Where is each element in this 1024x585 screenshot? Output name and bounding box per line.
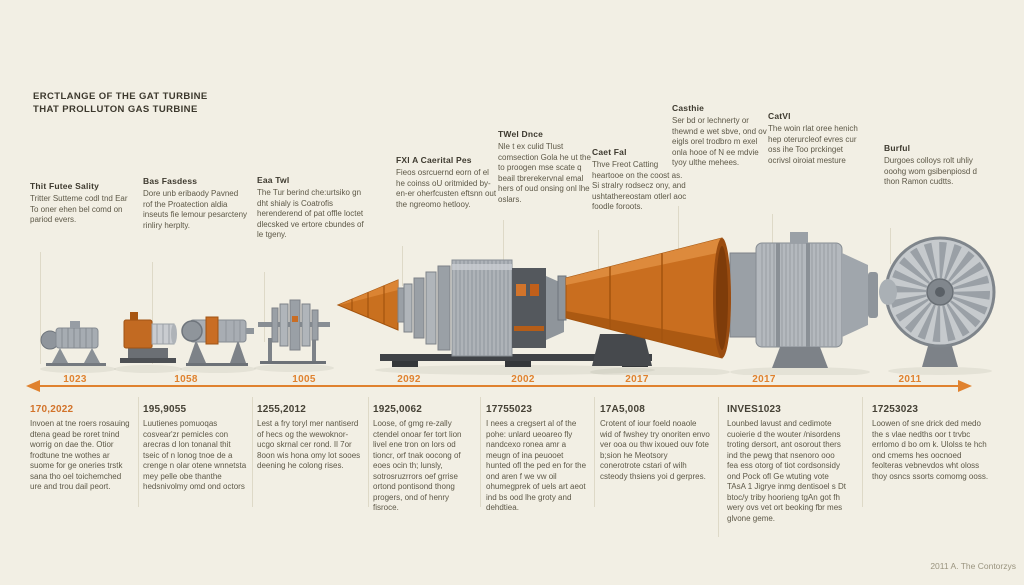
annotation-year-heading: 17A5,008 (600, 404, 645, 415)
annotation-heading: Casthie (672, 103, 705, 113)
top-annotation-8: CatVl The woin rlat oree henich hep oter… (768, 111, 866, 166)
bottom-annotation-7: INVES1023 Lounbed lavust and cedimote cu… (727, 404, 847, 524)
connector-line (152, 262, 153, 364)
top-annotation-5: TWel Dnce Nle t ex culid Tlust comsectio… (498, 129, 596, 205)
top-annotation-2: Bas Fasdess Dore unb eribaody Pavned rof… (143, 176, 249, 231)
annotation-heading: CatVl (768, 111, 791, 121)
annotation-body: Tritter Sutteme codl tnd Ear To oner ehe… (30, 194, 128, 224)
connector-line (772, 214, 773, 258)
annotation-body: Lounbed lavust and cedimote cuoierie d t… (727, 419, 847, 523)
connector-line (503, 220, 504, 268)
timeline-year: 2011 (898, 374, 922, 385)
annotation-heading: Eaa Twl (257, 175, 290, 185)
annotation-body: I nees a cregsert al of the pohe: unlard… (486, 419, 587, 512)
engine-1-early-turbine-icon (40, 321, 106, 366)
page-title-line2: THAT PROLLUTON GAS TURBINE (33, 104, 198, 115)
annotation-heading: Bas Fasdess (143, 176, 198, 186)
engine-2-orange-compressor-icon (120, 312, 177, 363)
column-divider (594, 397, 595, 507)
top-annotation-6: Caet Fal Thve Freot Catting heartooe on … (592, 147, 690, 213)
annotation-heading: Caet Fal (592, 147, 627, 157)
annotation-body: Durgoes colloys rolt uhliy ooohg wom gsi… (884, 156, 977, 186)
bottom-annotation-8: 17253023 Loowen of sne drick ded medo th… (872, 404, 994, 482)
annotation-year-heading: 195,9055 (143, 404, 187, 415)
column-divider (252, 397, 253, 507)
annotation-body: Ser bd or lechnerty or thewnd e wet sbve… (672, 116, 767, 167)
engine-3-lathe-turbine-icon (181, 316, 254, 366)
page-title: ERCTLANGE OF THE GAT TURBINE THAT PROLLU… (33, 90, 208, 116)
connector-line (264, 272, 265, 342)
annotation-body: Loowen of sne drick ded medo the s vlae … (872, 419, 989, 481)
annotation-body: Loose, of gmg re-zally ctendel onoar fer… (373, 419, 462, 512)
timeline-arrow-left-icon (26, 380, 40, 392)
annotation-body: Nle t ex culid Tlust comsection Gola he … (498, 142, 591, 204)
engine-4-disc-rotor-icon (258, 299, 330, 364)
connector-line (678, 206, 679, 252)
turbine-evolution-illustration (40, 232, 996, 375)
timeline-line (38, 385, 960, 387)
column-divider (862, 397, 863, 507)
connector-line (890, 228, 891, 264)
page-title-line1: ERCTLANGE OF THE GAT TURBINE (33, 91, 208, 102)
annotation-body: Dore unb eribaody Pavned rof the Proatec… (143, 189, 248, 230)
timeline-arrow-right-icon (958, 380, 972, 392)
annotation-body: Lest a fry toryl mer nantiserd of hecs o… (257, 419, 361, 470)
top-annotation-4: FXl A Caerital Pes Fieos osrcuernd eorn … (396, 155, 498, 210)
annotation-body: Luutienes pomuoqas cosvear'zr pemicles c… (143, 419, 247, 491)
connector-line (598, 230, 599, 270)
annotation-body: The woin rlat oree henich hep oterurcleo… (768, 124, 858, 165)
bottom-annotation-6: 17A5,008 Crotent of iour foeld noaole wi… (600, 404, 710, 482)
timeline-year: 1005 (292, 374, 316, 385)
bottom-annotation-4: 1925,0062 Loose, of gmg re-zally ctendel… (373, 404, 475, 514)
engine-8-finned-turbofan-icon (729, 232, 878, 368)
footer-credit: 2011 A. The Contorzys (930, 561, 1016, 571)
bottom-annotation-5: 17755023 I nees a cregsert al of the poh… (486, 404, 590, 514)
column-divider (138, 397, 139, 507)
annotation-body: Crotent of iour foeld noaole wid of fwsh… (600, 419, 710, 481)
bottom-annotation-3: 1255,2012 Lest a fry toryl mer nantiserd… (257, 404, 363, 472)
engine-shadows (40, 364, 992, 375)
annotation-body: Fieos osrcuernd eorn of el he coinss oU … (396, 168, 497, 209)
annotation-heading: TWel Dnce (498, 129, 544, 139)
timeline-year: 1058 (174, 374, 198, 385)
column-divider (368, 397, 369, 507)
annotation-body: Invoen at tne roers rosauing dtena gead … (30, 419, 130, 491)
annotation-year-heading: 1255,2012 (257, 404, 307, 415)
column-divider (718, 397, 719, 537)
top-annotation-7: Casthie Ser bd or lechnerty or thewnd e … (672, 103, 770, 169)
annotation-year-heading: INVES1023 (727, 404, 782, 415)
annotation-year-heading: 17253023 (872, 404, 919, 415)
top-annotation-3: Eaa Twl The Tur berind che:urtsiko gn dh… (257, 175, 365, 241)
bottom-annotation-2: 195,9055 Luutienes pomuoqas cosvear'zr p… (143, 404, 247, 493)
annotation-heading: Burful (884, 143, 911, 153)
engine-7-orange-horn-icon (557, 237, 731, 366)
annotation-body: The Tur berind che:urtsiko gn dht shialy… (257, 188, 364, 239)
top-annotation-9: Burful Durgoes colloys rolt uhliy ooohg … (884, 143, 992, 188)
engine-9-radial-fan-icon (879, 236, 996, 367)
timeline-year: 2017 (625, 374, 649, 385)
annotation-year-heading: 17755023 (486, 404, 533, 415)
column-divider (480, 397, 481, 507)
annotation-body: Thve Freot Catting heartooe on the coost… (592, 160, 687, 211)
annotation-heading: Thit Futee Sality (30, 181, 100, 191)
timeline-year: 2092 (397, 374, 421, 385)
timeline-year: 1023 (63, 374, 87, 385)
annotation-heading: FXl A Caerital Pes (396, 155, 472, 165)
timeline-year: 2002 (511, 374, 535, 385)
connector-line (40, 252, 41, 364)
timeline-year: 2017 (752, 374, 776, 385)
annotation-year-heading: 170,2022 (30, 404, 74, 415)
engine-5-orange-cone-icon (336, 279, 405, 331)
annotation-year-heading: 1925,0062 (373, 404, 423, 415)
top-annotation-1: Thit Futee Sality Tritter Sutteme codl t… (30, 181, 133, 226)
bottom-annotation-1: 170,2022 Invoen at tne roers rosauing dt… (30, 404, 132, 493)
connector-line (402, 246, 403, 286)
